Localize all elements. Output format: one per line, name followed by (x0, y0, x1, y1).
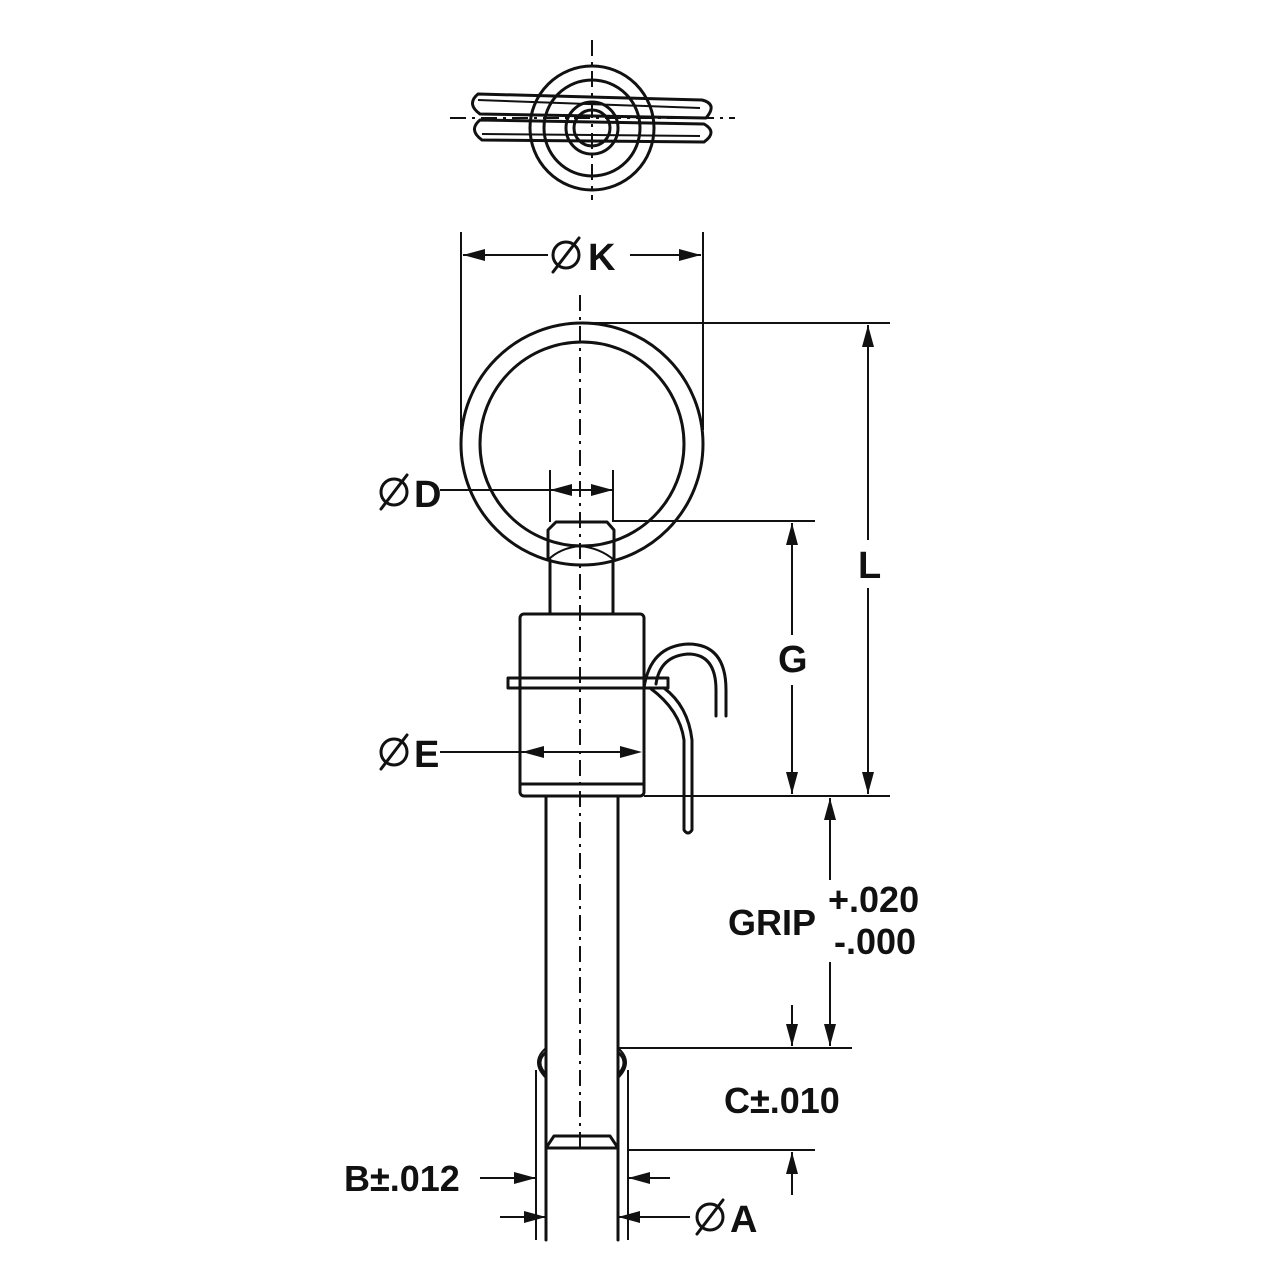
diameter-icon (379, 733, 409, 771)
grip-label: GRIP (728, 902, 816, 943)
dimension-k: K (460, 232, 704, 430)
top-view (450, 40, 735, 200)
dim-a-label: A (730, 1199, 757, 1241)
dim-k-label: K (588, 237, 616, 279)
dimension-a: A (500, 1198, 757, 1241)
dimension-e: E (379, 733, 642, 776)
dimension-grip: GRIP +.020 -.000 (618, 798, 919, 1049)
dim-c-label: C±.010 (724, 1080, 840, 1121)
dimension-c: C±.010 (628, 1005, 840, 1195)
diameter-icon (379, 473, 409, 511)
collar (506, 676, 670, 690)
handle-body (518, 612, 646, 798)
dim-l-label: L (858, 545, 881, 587)
dim-e-label: E (414, 734, 439, 776)
dim-d-label: D (414, 474, 441, 516)
dimension-d: D (379, 470, 614, 522)
diameter-icon (695, 1198, 725, 1236)
dimension-b: B±.012 (344, 1158, 670, 1199)
wire-hook (642, 642, 728, 718)
grip-tol-minus: -.000 (834, 921, 916, 962)
dim-b-label: B±.012 (344, 1158, 460, 1199)
pin-tip (544, 1134, 620, 1150)
dimension-l: L (582, 322, 890, 797)
diameter-icon (551, 236, 581, 274)
neck (546, 520, 616, 562)
pull-ring-outer (459, 321, 705, 567)
pull-ring-inner (478, 340, 686, 548)
dimension-g: G (614, 520, 815, 794)
dim-g-label: G (778, 639, 808, 681)
grip-tol-plus: +.020 (828, 879, 919, 920)
side-view (459, 295, 728, 1242)
